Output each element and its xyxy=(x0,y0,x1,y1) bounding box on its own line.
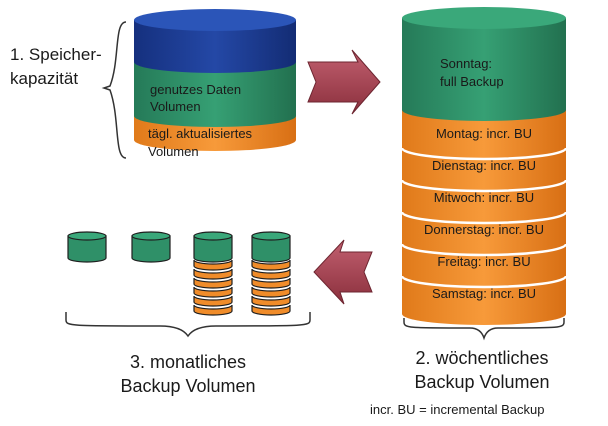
weekly-band-separator xyxy=(400,243,568,257)
cylinder-top xyxy=(134,9,296,31)
weekly-day-label: Samstag: incr. BU xyxy=(431,286,537,301)
weekly-caption-line-2: Backup Volumen xyxy=(414,372,550,392)
weekly-day-label: Freitag: incr. BU xyxy=(437,254,531,269)
incremental-ring xyxy=(251,268,291,280)
daily-volume-label-2: Volumen xyxy=(148,144,199,159)
weekly-backup-cylinder xyxy=(400,7,568,325)
full-backup-segment xyxy=(402,18,566,121)
monthly-caption-line-2: Backup Volumen xyxy=(120,376,256,396)
storage-capacity-label-2: kapazität xyxy=(10,69,79,88)
weekly-band-separator xyxy=(400,179,568,193)
weekly-caption: 2. wöchentliches Backup Volumen xyxy=(392,346,572,394)
cylinder-top xyxy=(402,7,566,29)
daily-volume-label-1: tägl. aktualisiertes xyxy=(148,126,253,141)
weekly-band-separator xyxy=(400,211,568,225)
incremental-ring xyxy=(193,304,233,316)
incremental-ring xyxy=(193,259,233,271)
storage-capacity-label-1: 1. Speicher- xyxy=(10,45,102,64)
incremental-ring xyxy=(193,295,233,307)
arrow-left-icon xyxy=(313,239,373,305)
incremental-ring xyxy=(251,304,291,316)
incremental-ring xyxy=(251,277,291,289)
monthly-backup-cylinder-3 xyxy=(193,231,233,316)
weekly-day-label: Dienstag: incr. BU xyxy=(431,158,537,173)
incremental-ring xyxy=(193,277,233,289)
data-volume-label-2: Volumen xyxy=(150,99,201,114)
full-backup-label-2: full Backup xyxy=(440,74,504,89)
incremental-ring xyxy=(251,286,291,298)
monthly-caption: 3. monatliches Backup Volumen xyxy=(88,350,288,398)
incremental-footnote: incr. BU = incremental Backup xyxy=(370,402,545,417)
incremental-ring xyxy=(193,286,233,298)
weekly-brace xyxy=(403,318,565,341)
capacity-brace xyxy=(101,21,127,159)
weekly-day-label: Mitwoch: incr. BU xyxy=(433,190,535,205)
weekly-band-separator xyxy=(400,147,568,161)
weekly-day-label: Donnerstag: incr. BU xyxy=(424,222,544,237)
incremental-ring xyxy=(251,295,291,307)
monthly-caption-line-1: 3. monatliches xyxy=(129,352,247,372)
weekly-caption-line-1: 2. wöchentliches xyxy=(415,348,549,368)
free-capacity-segment xyxy=(134,20,296,73)
full-backup-label-1: Sonntag: xyxy=(440,56,493,71)
monthly-brace xyxy=(65,312,311,338)
monthly-backup-stack xyxy=(67,231,291,316)
weekly-band-separator xyxy=(400,275,568,289)
incremental-ring xyxy=(193,268,233,280)
storage-cylinder xyxy=(134,9,296,151)
data-volume-label-1: genutzes Daten xyxy=(150,82,242,97)
weekly-day-label: Montag: incr. BU xyxy=(435,126,533,141)
monthly-backup-cylinder-4 xyxy=(251,231,291,316)
incremental-ring xyxy=(251,259,291,271)
monthly-backup-cylinder-1 xyxy=(67,231,107,263)
arrow-right-icon xyxy=(307,49,381,115)
monthly-backup-cylinder-2 xyxy=(131,231,171,263)
